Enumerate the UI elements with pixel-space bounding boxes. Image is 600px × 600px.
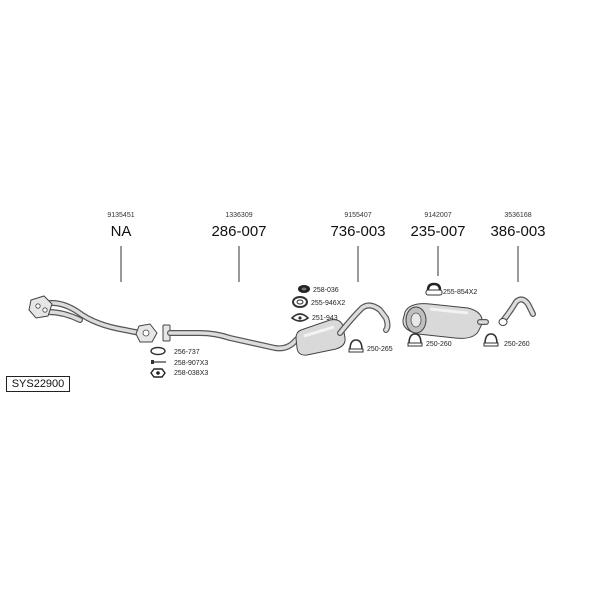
accessory-code: 256-737 bbox=[174, 349, 200, 356]
part-number: NA bbox=[111, 223, 132, 240]
callout-intermediate-pipe[interactable]: 1336309 286-007 bbox=[211, 212, 267, 282]
oem-number: 9135451 bbox=[107, 212, 134, 219]
intermediate-pipe-part[interactable] bbox=[162, 324, 306, 352]
oem-number: 9155407 bbox=[344, 212, 371, 219]
part-number: 736-003 bbox=[330, 223, 385, 240]
accessory-code: 250-265 bbox=[367, 346, 393, 353]
callout-rear-silencer[interactable]: 9142007 235-007 bbox=[410, 212, 466, 276]
u-bolt-clamp-icon bbox=[483, 333, 499, 347]
part-number: 386-003 bbox=[490, 223, 545, 240]
accessory-code: 251-943 bbox=[312, 315, 338, 322]
mounting-ring-icon bbox=[292, 296, 308, 308]
tail-pipe-part[interactable] bbox=[498, 296, 536, 326]
u-bolt-clamp-icon bbox=[348, 339, 364, 353]
accessory-code: 255-854X2 bbox=[443, 289, 477, 296]
part-number: 235-007 bbox=[410, 223, 465, 240]
pipe-clamp-icon bbox=[290, 313, 310, 322]
rear-silencer-part[interactable] bbox=[402, 303, 489, 339]
accessory-item[interactable]: 255-946X2 bbox=[292, 296, 345, 308]
oem-number: 9142007 bbox=[424, 212, 451, 219]
accessory-code: 258-907X3 bbox=[174, 360, 208, 367]
oem-number: 1336309 bbox=[225, 212, 252, 219]
accessory-item[interactable]: 258-036 bbox=[298, 285, 339, 294]
part-number: 286-007 bbox=[211, 223, 266, 240]
u-bolt-clamp-icon bbox=[407, 333, 423, 347]
accessory-item[interactable]: 250-260 bbox=[483, 333, 530, 348]
callout-front-pipe[interactable]: 9135451 NA bbox=[107, 212, 135, 282]
front-pipe-part[interactable] bbox=[28, 295, 158, 343]
accessory-code: 250-260 bbox=[426, 341, 452, 348]
nut-icon bbox=[150, 368, 166, 378]
oem-number: 3536168 bbox=[504, 212, 531, 219]
bolt-icon bbox=[151, 360, 166, 364]
accessory-code: 255-946X2 bbox=[311, 300, 345, 307]
silencer-body bbox=[295, 319, 346, 356]
system-code-badge: SYS22900 bbox=[6, 376, 70, 392]
system-code: SYS22900 bbox=[11, 378, 65, 390]
middle-silencer-part[interactable] bbox=[295, 302, 391, 356]
accessory-item[interactable]: 250-260 bbox=[407, 333, 452, 348]
accessory-item[interactable]: 255-854X2 bbox=[425, 282, 477, 296]
accessory-item[interactable]: 250-265 bbox=[348, 339, 393, 353]
callout-tail-pipe[interactable]: 3536168 386-003 bbox=[490, 212, 546, 282]
accessory-item[interactable]: 258-038X3 bbox=[150, 368, 208, 378]
accessory-item[interactable]: 251-943 bbox=[290, 313, 338, 322]
callout-middle-silencer[interactable]: 9155407 736-003 bbox=[330, 212, 386, 282]
accessory-item[interactable]: 256-737 bbox=[150, 346, 200, 357]
accessory-code: 250-260 bbox=[504, 341, 530, 348]
rubber-hanger-icon bbox=[425, 282, 443, 296]
rubber-hanger-icon bbox=[298, 285, 310, 293]
manifold-flange bbox=[28, 295, 53, 319]
accessory-code: 258-038X3 bbox=[174, 370, 208, 377]
gasket-ring-icon bbox=[150, 346, 166, 356]
accessory-item[interactable]: 258-907X3 bbox=[151, 360, 208, 367]
tail-pipe-outlet bbox=[498, 318, 508, 326]
accessory-code: 258-036 bbox=[313, 287, 339, 294]
